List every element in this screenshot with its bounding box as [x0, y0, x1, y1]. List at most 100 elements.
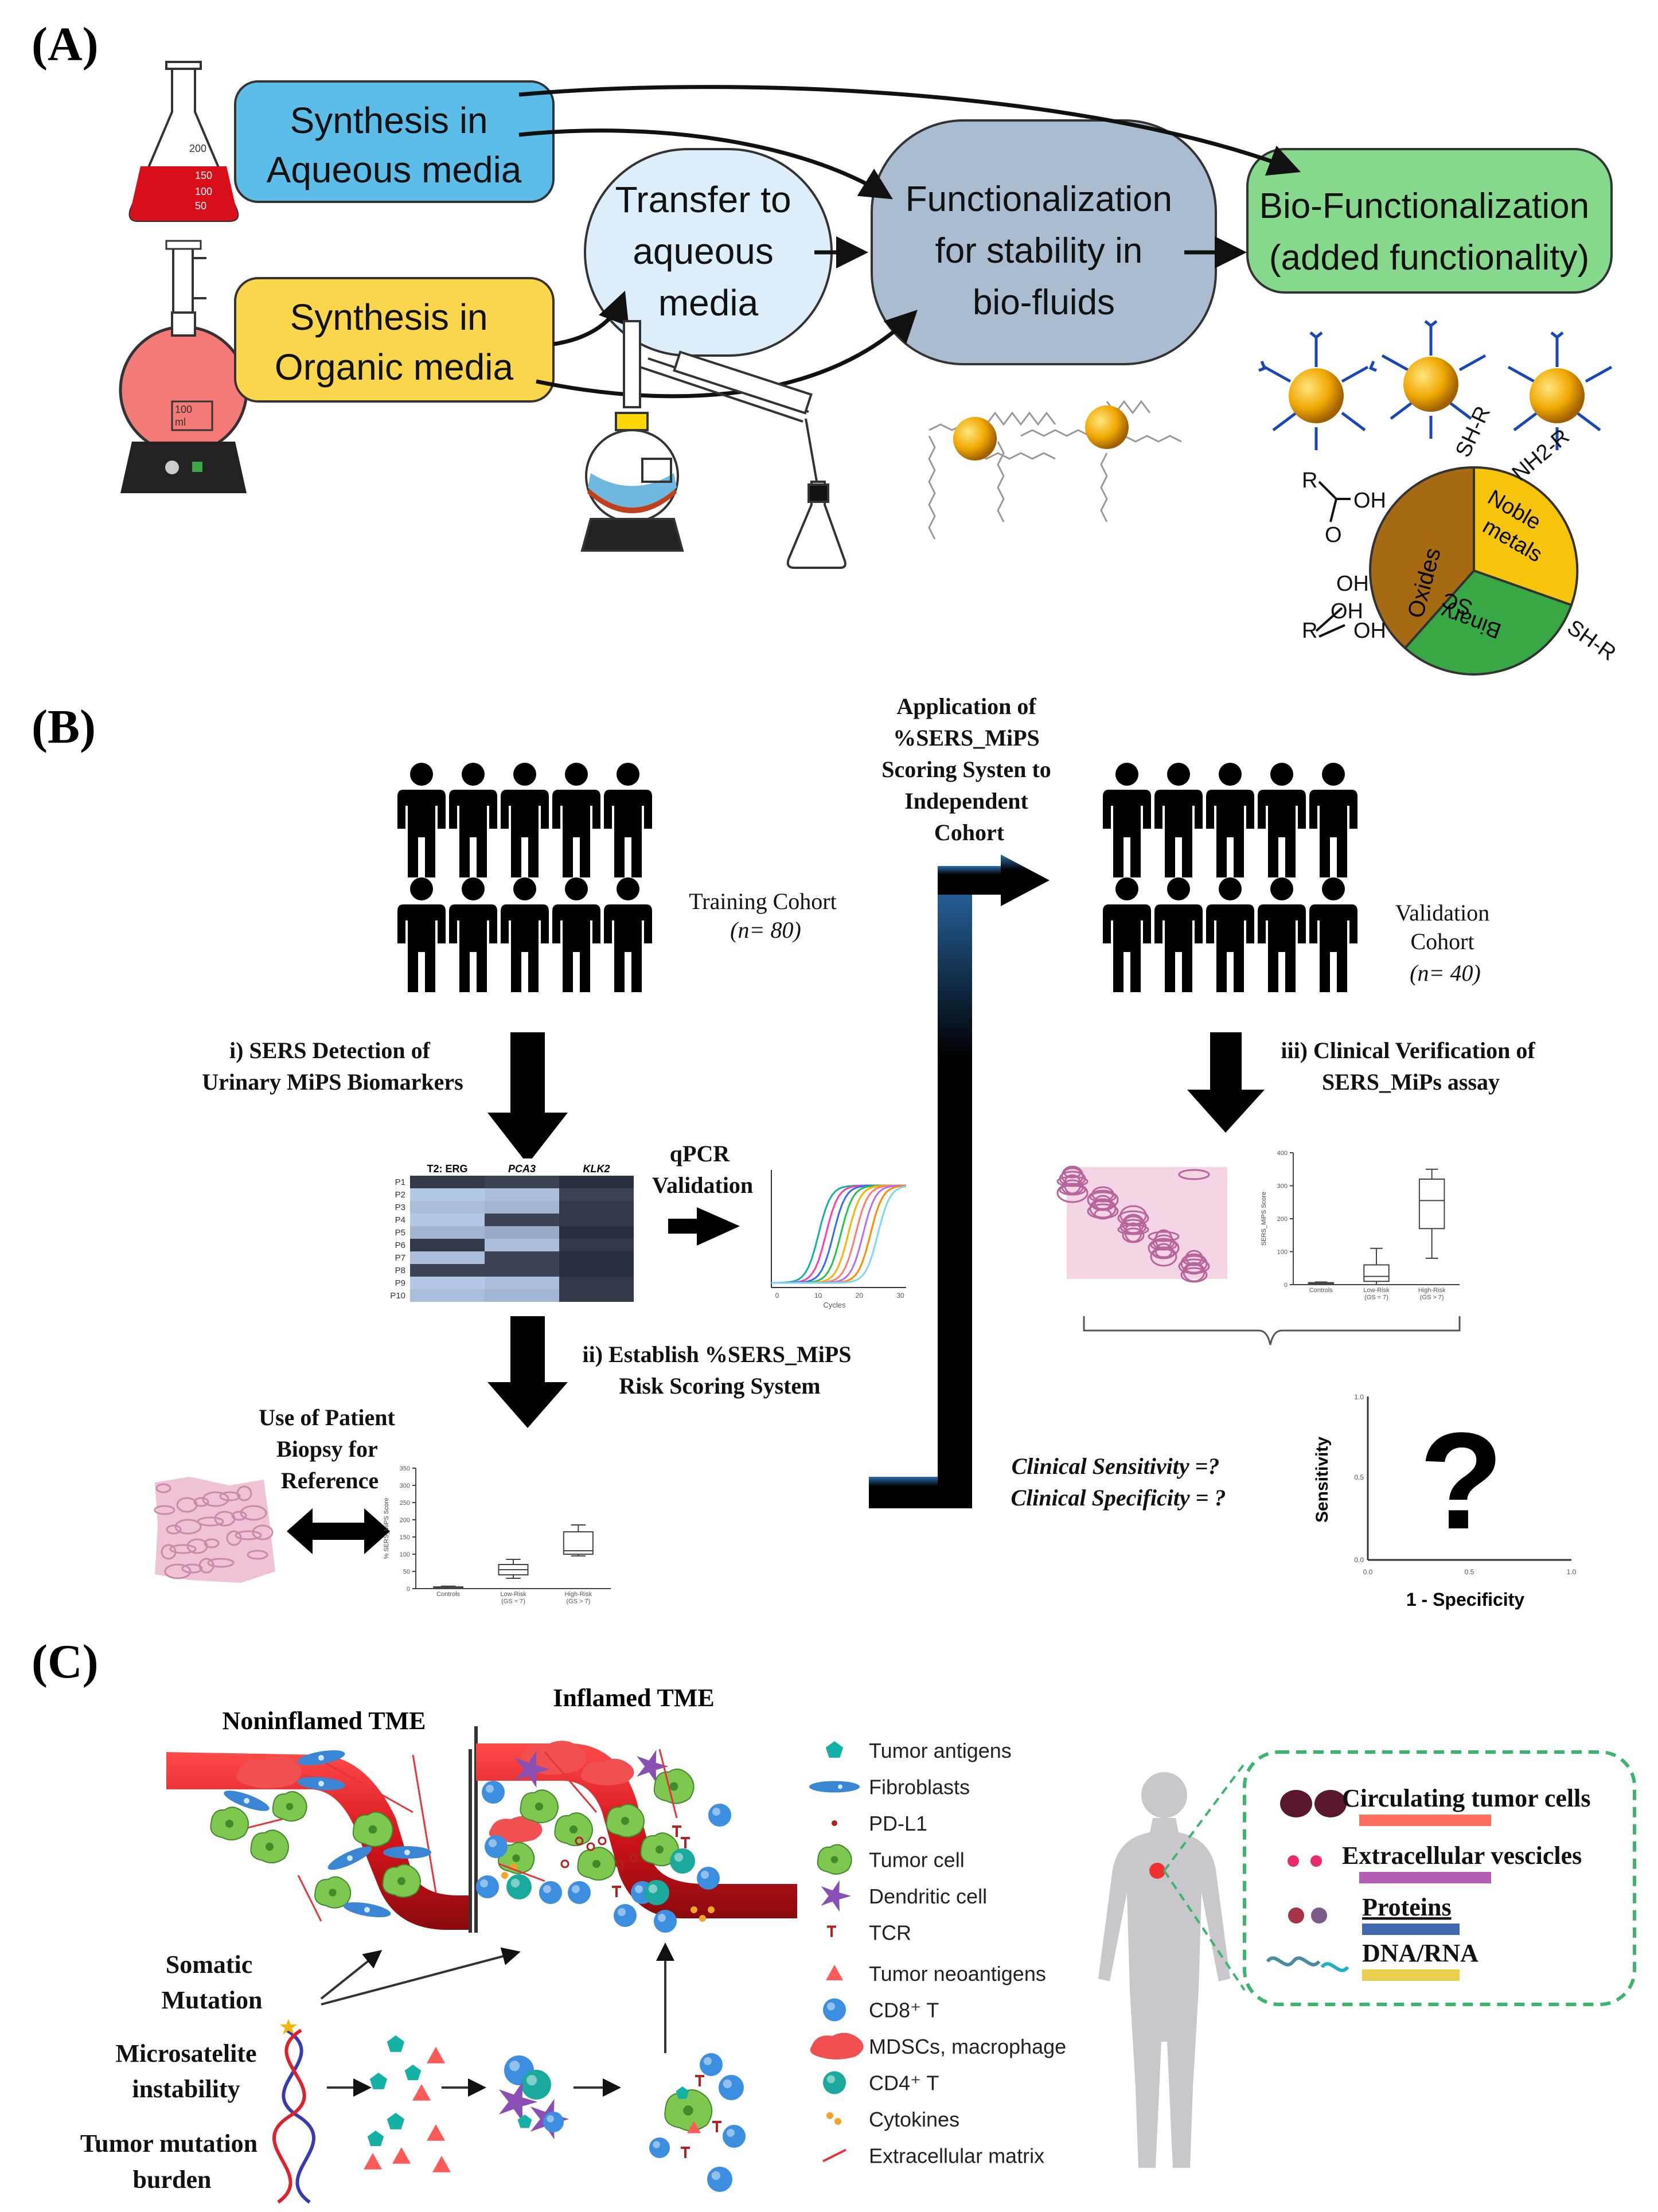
biomarker-label-3: DNA/RNA [1362, 1939, 1478, 1967]
tissue-gland [247, 1550, 268, 1560]
group-sh-r-top: SH-R [1451, 403, 1495, 461]
lymphocyte-highlight [618, 1908, 626, 1916]
tissue-gland [1178, 1169, 1210, 1180]
dendritic-cell [637, 1749, 669, 1784]
round-flask-hotplate-icon: 100 ml [119, 240, 248, 493]
box-category: (GS = 7) [1364, 1294, 1388, 1301]
tissue-gland [193, 1497, 209, 1507]
heatmap-cell [410, 1226, 485, 1239]
biopsy-line-1: Use of Patient [259, 1405, 395, 1430]
lymphocyte [719, 2075, 744, 2100]
tumor-cell-nucleus [621, 1817, 629, 1825]
step-iii-line-1: iii) Clinical Verification of [1281, 1037, 1535, 1063]
biomarker-label-1: Extracellular vescicles [1342, 1842, 1582, 1870]
tumor-antigen [387, 2035, 405, 2052]
bio-line-2: (added functionality) [1269, 238, 1589, 278]
biomarker-bar-0 [1359, 1815, 1491, 1826]
neoantigen [364, 2153, 382, 2170]
box-ytick: 0 [407, 1586, 410, 1593]
heatmap-cell [559, 1201, 634, 1214]
tissue-gland [1059, 1184, 1086, 1196]
box-category: High-Risk [564, 1591, 592, 1598]
validation-label-1: Validation [1395, 900, 1489, 926]
cause-tmb-2: burden [133, 2166, 212, 2194]
pd-l1 [586, 1842, 595, 1851]
tissue-image-left [154, 1477, 275, 1583]
noninflamed-tme-illustration [166, 1749, 472, 1933]
heatmap-row-3: P4 [395, 1215, 405, 1225]
lymphocyte [654, 1910, 677, 1933]
qpcr-tick: 30 [896, 1292, 904, 1300]
application-line-3: Scoring Systen to [881, 756, 1051, 782]
svg-text:qPCR Validation: qPCR Validation [652, 1141, 753, 1198]
tissue-gland [155, 1483, 171, 1493]
heatmap-col-2: KLK2 [583, 1163, 610, 1175]
neoantigen [392, 2147, 411, 2164]
pd-l1 [598, 1836, 607, 1846]
lymphocyte [670, 1848, 695, 1874]
lymphocyte [823, 1998, 846, 2022]
heatmap-cell [410, 1214, 485, 1226]
antigen-presentation-cluster [498, 2055, 569, 2140]
ecm-fiber [658, 1749, 678, 1819]
step-ii-line-2: Risk Scoring System [619, 1373, 820, 1399]
biomarker-label-0: Circulating tumor cells [1342, 1784, 1590, 1812]
qpcr-tick: 10 [814, 1292, 822, 1300]
group-oh-top: OH [1353, 489, 1386, 513]
neoantigen [826, 1965, 843, 1980]
tissue-gland [1117, 1224, 1149, 1235]
down-arrow-1 [487, 1032, 568, 1164]
dendritic-cell [498, 2081, 538, 2123]
tumor-antigen [517, 2115, 532, 2128]
fibroblast-nucleus [318, 1781, 324, 1786]
lymphocyte-highlight [480, 1879, 488, 1887]
legend-cytokine-icon [826, 2112, 833, 2119]
heatmap-cell [485, 1277, 559, 1289]
legend-label-5: TCR [869, 1921, 911, 1945]
lymphocyte [485, 1835, 508, 1858]
biopsy-line-2: Biopsy for [276, 1436, 377, 1462]
legend-label-9: CD4⁺ T [869, 2071, 939, 2095]
panel-a: (A) 200 150 100 50 100 ml [32, 18, 1620, 676]
tissue-gland [1152, 1248, 1175, 1259]
roc-chart: 0.0 0.5 1.0 0.0 0.5 1.0 Sensitivity 1 - … [1313, 1393, 1577, 1610]
legend-label-2: PD-L1 [869, 1812, 927, 1835]
tissue-gland [219, 1491, 241, 1501]
heatmap-cell [485, 1214, 559, 1226]
lymphocyte [476, 1875, 499, 1898]
box-ytick: 200 [400, 1517, 410, 1524]
cytokine [699, 1915, 706, 1922]
t-cell-attack-cluster [649, 2053, 746, 2192]
panel-c: (C) Noninflamed TME Inflamed TME Somatic [32, 1635, 1636, 2204]
qpcr-arrow [668, 1207, 740, 1246]
tumor-cell-nucleus [656, 1846, 664, 1854]
roc-tick-y-2: 1.0 [1354, 1393, 1364, 1401]
heatmap-cell [485, 1188, 559, 1201]
qpcr-curve [771, 1184, 907, 1284]
pd-l1 [615, 1859, 624, 1868]
qpcr-line-1: qPCR [670, 1141, 731, 1167]
application-line-2: %SERS_MiPS [893, 725, 1040, 751]
box-ytick: 300 [1277, 1183, 1288, 1189]
step-ii-line-1: ii) Establish %SERS_MiPS [582, 1341, 851, 1367]
group-r-top: R [1302, 469, 1317, 493]
panel-a-label: (A) [32, 18, 99, 71]
box-ytick: 50 [403, 1569, 410, 1575]
dendritic-cell [821, 1880, 851, 1912]
tumor-cell-nucleus [225, 1820, 233, 1828]
lymphocyte [644, 1880, 669, 1905]
heatmap-cell [485, 1201, 559, 1214]
transfer-line-3: media [658, 282, 759, 323]
legend-label-6: Tumor neoantigens [869, 1962, 1046, 1985]
heatmap-row-5: P6 [395, 1240, 405, 1250]
aqueous-line-1: Synthesis in [290, 100, 488, 141]
validation-label-2: Cohort [1410, 929, 1474, 954]
tissue-gland [202, 1491, 229, 1507]
lymphocyte-highlight [509, 2061, 520, 2071]
heatmap-cell [410, 1264, 485, 1277]
cytokine [501, 1872, 508, 1879]
tissue-gland [252, 1524, 274, 1540]
tissue-gland [164, 1563, 192, 1579]
heatmap-cell [485, 1239, 559, 1251]
